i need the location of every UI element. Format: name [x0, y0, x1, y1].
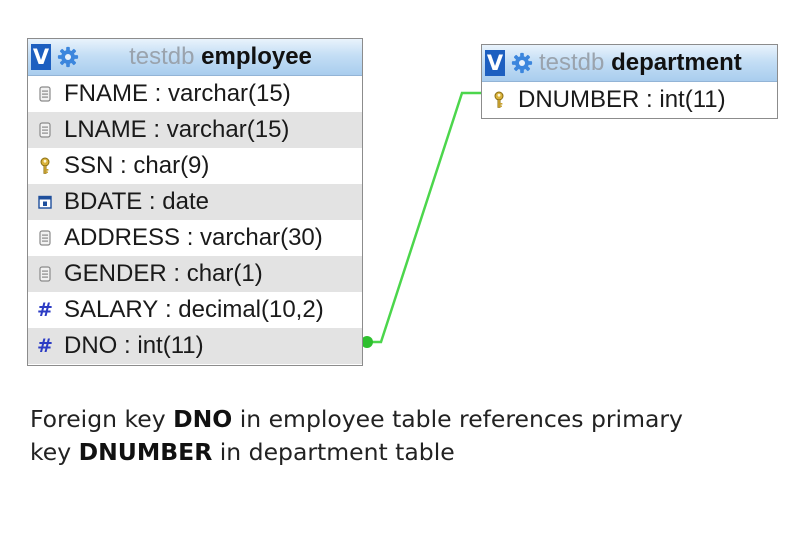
caption-text: in employee table references primary: [232, 405, 683, 433]
field-name: GENDER: [64, 260, 167, 287]
gear-icon[interactable]: [57, 46, 79, 68]
field-name: FNAME: [64, 80, 148, 107]
field-separator: :: [639, 86, 660, 113]
field-row-dno[interactable]: # DNO : int(11): [28, 328, 362, 364]
field-separator: :: [180, 224, 201, 251]
field-name: DNUMBER: [518, 86, 640, 113]
employee-table-header[interactable]: V testdb employee: [28, 39, 362, 76]
text-field-icon: [37, 264, 53, 284]
field-type: int(11): [659, 86, 726, 113]
field-name: DNO: [64, 332, 118, 359]
db-name: testdb: [129, 43, 195, 70]
field-row-gender[interactable]: GENDER : char(1): [28, 256, 362, 292]
field-row-address[interactable]: ADDRESS : varchar(30): [28, 220, 362, 256]
caption-bold: DNO: [173, 405, 233, 433]
table-name: department: [611, 49, 742, 76]
hash-icon: #: [37, 299, 53, 321]
caption-text: in department table: [212, 438, 455, 466]
db-name: testdb: [539, 49, 605, 76]
key-icon: [37, 156, 53, 176]
department-field-list: DNUMBER : int(11): [482, 82, 777, 118]
employee-table[interactable]: V testdb employee FNAME : varchar(15)LNA…: [27, 38, 363, 366]
field-row-lname[interactable]: LNAME : varchar(15): [28, 112, 362, 148]
caption-line-1: Foreign key DNO in employee table refere…: [30, 403, 770, 436]
caption: Foreign key DNO in employee table refere…: [30, 403, 770, 469]
caption-text: key: [30, 438, 79, 466]
field-type: varchar(30): [200, 224, 323, 251]
relation-endpoint: [361, 336, 373, 348]
field-type: varchar(15): [166, 116, 290, 143]
field-row-salary[interactable]: # SALARY : decimal(10,2): [28, 292, 362, 328]
field-row-fname[interactable]: FNAME : varchar(15): [28, 76, 362, 112]
field-separator: :: [142, 188, 163, 215]
relation-line: [364, 91, 486, 344]
table-title: testdb employee: [79, 43, 362, 71]
field-separator: :: [113, 152, 134, 179]
field-name: SSN: [64, 152, 114, 179]
field-name: LNAME: [64, 116, 147, 143]
gear-icon[interactable]: [511, 52, 533, 74]
caption-bold: DNUMBER: [78, 438, 213, 466]
text-field-icon: [37, 120, 53, 140]
table-title: testdb department: [533, 49, 777, 77]
field-separator: :: [148, 80, 169, 107]
field-separator: :: [158, 296, 179, 323]
field-separator: :: [166, 260, 187, 287]
toggle-icon[interactable]: V: [31, 44, 51, 70]
hash-icon: #: [37, 335, 53, 357]
field-name: BDATE: [64, 188, 143, 215]
toggle-icon[interactable]: V: [485, 50, 505, 76]
field-type: date: [162, 188, 209, 215]
caption-line-2: key DNUMBER in department table: [30, 436, 770, 469]
field-separator: :: [117, 332, 138, 359]
field-type: int(11): [137, 332, 204, 359]
department-table[interactable]: V testdb department DNUMBER : int(11): [481, 44, 778, 119]
field-type: varchar(15): [168, 80, 291, 107]
calendar-icon: [37, 192, 53, 212]
field-type: char(1): [186, 260, 263, 287]
field-name: SALARY: [64, 296, 159, 323]
text-field-icon: [37, 228, 53, 248]
field-separator: :: [146, 116, 167, 143]
department-table-header[interactable]: V testdb department: [482, 45, 777, 82]
employee-field-list: FNAME : varchar(15)LNAME : varchar(15)SS…: [28, 76, 362, 364]
field-row-bdate[interactable]: BDATE : date: [28, 184, 362, 220]
field-row-ssn[interactable]: SSN : char(9): [28, 148, 362, 184]
field-type: decimal(10,2): [178, 296, 324, 323]
field-name: ADDRESS: [64, 224, 181, 251]
field-type: char(9): [133, 152, 210, 179]
field-row-dnumber[interactable]: DNUMBER : int(11): [482, 82, 777, 118]
caption-text: Foreign key: [30, 405, 174, 433]
table-name: employee: [201, 43, 312, 70]
key-icon: [491, 90, 507, 110]
text-field-icon: [37, 84, 53, 104]
